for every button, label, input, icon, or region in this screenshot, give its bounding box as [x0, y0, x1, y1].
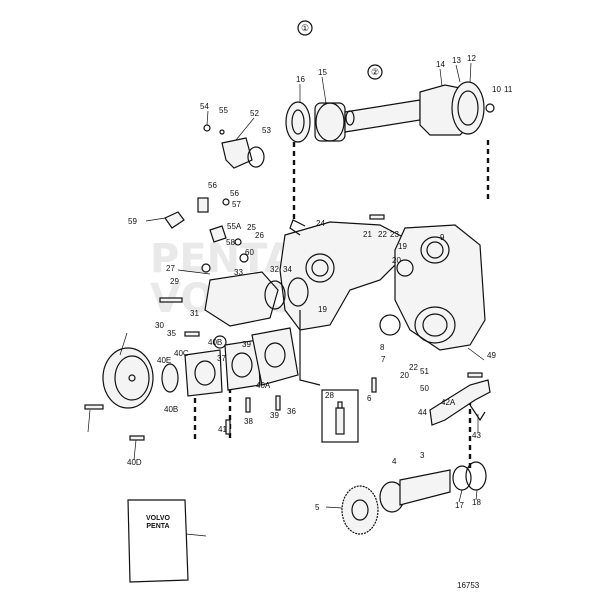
- part-label-9: 9: [440, 233, 445, 242]
- part-label-44: 49: [487, 351, 496, 360]
- part-label-19a: 19: [398, 242, 407, 251]
- part-label-40b: 40B: [164, 405, 178, 414]
- part-label-50: 55: [219, 106, 228, 115]
- part-label-31: 31: [190, 309, 199, 318]
- part-label-5: 5: [315, 503, 320, 512]
- part-label-20a: 20: [392, 256, 401, 265]
- fittings-50-56: [164, 197, 249, 273]
- part-label-26: 26: [255, 231, 264, 240]
- part-label-40c: 40C: [174, 349, 189, 358]
- pump-housing: [279, 219, 406, 386]
- volvo-penta-package: VOLVO PENTA: [127, 499, 189, 583]
- part-label-53: 57: [232, 200, 241, 209]
- part-label-15: 15: [318, 68, 327, 77]
- part-labels: 16 15 14 13 12 10 11 54 55 52 53 56 56 5…: [127, 54, 513, 590]
- logo-text-volvo: VOLVO: [146, 515, 171, 522]
- part-label-40d: 40D: [127, 458, 142, 467]
- part-label-37: 37: [217, 354, 226, 363]
- part-label-55a: 59: [128, 217, 137, 226]
- thermostat-housing: [204, 271, 309, 327]
- part-label-8: 8: [380, 343, 385, 352]
- part-label-19b: 19: [318, 305, 327, 314]
- pulley-57: [102, 347, 179, 409]
- part-label-49: 54: [200, 102, 209, 111]
- part-label-10: 10: [492, 85, 501, 94]
- cover-plate-9: [379, 224, 486, 351]
- part-label-45: 50: [420, 384, 429, 393]
- shaft-marker: ②: [367, 64, 383, 80]
- drawing-number: 16753: [457, 581, 480, 590]
- part-label-54: 58: [226, 238, 235, 247]
- part-label-21: 21: [363, 230, 372, 239]
- part-label-55: 56: [208, 181, 217, 190]
- part-label-32: 32: [270, 265, 279, 274]
- part-label-51: 55A: [227, 222, 242, 231]
- part-label-56: 60: [245, 248, 254, 257]
- part-label-24: 24: [316, 219, 325, 228]
- flanges-40: [184, 327, 299, 397]
- leader-lines: [87, 62, 485, 537]
- part-label-17: 17: [455, 501, 464, 510]
- part-label-43: 44: [418, 408, 427, 417]
- logo-text-penta: PENTA: [146, 523, 169, 530]
- flange-47: [203, 124, 265, 169]
- part-label-39b: 39: [270, 411, 279, 420]
- part-label-3: 3: [420, 451, 425, 460]
- part-label-46: 51: [420, 367, 429, 376]
- part-label-13: 13: [452, 56, 461, 65]
- page-marker-text: ①: [301, 23, 309, 33]
- part-label-28: 28: [325, 391, 334, 400]
- part-label-20b: 20: [400, 371, 409, 380]
- part-label-27: 27: [166, 264, 175, 273]
- part-label-41: 41: [218, 425, 227, 434]
- part-label-11: 11: [504, 85, 513, 94]
- part-label-25: 25: [247, 223, 256, 232]
- part-label-52: 56: [230, 189, 239, 198]
- part-label-4: 4: [392, 457, 397, 466]
- part-label-22b: 22: [409, 363, 418, 372]
- part-label-48: 53: [262, 126, 271, 135]
- part-label-40b-top: 40B: [208, 338, 222, 347]
- part-label-38: 38: [244, 417, 253, 426]
- part-label-36: 36: [287, 407, 296, 416]
- part-label-39a: 39: [242, 340, 251, 349]
- page-marker: ①: [297, 20, 313, 36]
- part-label-7: 7: [381, 355, 386, 364]
- bracket-42: [429, 379, 491, 426]
- part-label-12: 12: [467, 54, 476, 63]
- part-label-14: 14: [436, 60, 445, 69]
- part-label-42a: 43: [472, 431, 481, 440]
- watermark-line-1: PENTA: [150, 236, 295, 282]
- part-label-6: 6: [367, 394, 372, 403]
- part-label-18: 18: [472, 498, 481, 507]
- part-label-16: 16: [296, 75, 305, 84]
- part-label-35: 35: [167, 329, 176, 338]
- part-label-42: 42A: [441, 398, 456, 407]
- drive-shaft-assembly: [285, 81, 495, 143]
- part-label-40e: 40E: [157, 356, 171, 365]
- sealant-box-28: [321, 389, 359, 443]
- part-label-29: 29: [170, 277, 179, 286]
- part-label-33: 33: [234, 268, 243, 277]
- part-label-47: 52: [250, 109, 259, 118]
- gear-assembly: [341, 461, 487, 535]
- bolts: [84, 214, 483, 441]
- part-label-23: 23: [390, 230, 399, 239]
- shaft-marker-text: ②: [371, 67, 379, 77]
- part-label-40a: 40A: [256, 381, 271, 390]
- part-label-22: 22: [378, 230, 387, 239]
- part-label-34: 34: [283, 265, 292, 274]
- part-label-30: 30: [155, 321, 164, 330]
